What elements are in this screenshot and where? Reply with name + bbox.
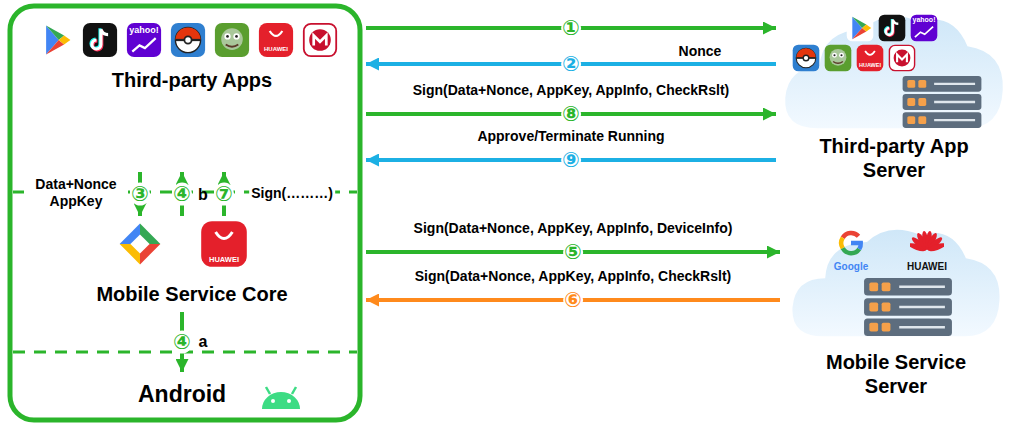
icon-text: yahoo! [129,25,159,36]
label-anchor: ④ [172,331,192,354]
label-anchor: Google [834,261,868,273]
icon-text: yahoo! [913,16,936,24]
app-icon [304,24,336,56]
label-anchor: yahoo! [913,16,936,24]
message-label: Sign(Data+Nonce, AppKey, AppInfo, Device… [414,220,733,237]
label-anchor: Approve/Terminate Running [477,128,664,145]
label-anchor: ④ [172,183,192,206]
step-number: ⑥ [563,289,583,312]
node-title: Mobile Service Core [96,282,287,306]
logo-text: Google [834,261,868,273]
message-label: Data+Nonce AppKey [24,176,128,210]
app-icon [127,23,161,57]
label-anchor: HUAWEI [264,46,288,53]
app-icon [879,15,906,42]
app-icon [911,15,938,42]
node-title: Third-party App Server [794,134,994,183]
app-icon [847,15,874,42]
node-title: Third-party Apps [112,68,272,92]
label-anchor: Sign(………) [249,185,335,202]
step-number: ③ [130,183,150,206]
step-suffix: b [198,185,208,204]
step-number: ④ [172,331,192,354]
step-number: ④ [172,183,192,206]
cloud-server: Mobile Service Server [780,222,1012,412]
label-anchor: Nonce [679,43,722,60]
message-label: Sign(………) [249,185,335,202]
cloud-server: Third-party App Server [776,8,1012,190]
label-anchor: ⑧ [561,103,581,126]
app-icon [825,45,852,72]
app-icon [39,23,73,57]
app-icon [259,23,293,57]
app-icon [793,45,820,72]
step-suffix: a [199,332,208,351]
message-label: Approve/Terminate Running [477,128,664,145]
step-number: ⑦ [214,183,234,206]
label-anchor: Sign(Data+Nonce, AppKey, AppInfo, Device… [414,220,733,237]
device-outline [10,6,360,420]
label-anchor: Sign(Data+Nonce, AppKey, AppInfo, CheckR… [413,82,729,99]
appgallery-icon [201,221,247,267]
label-anchor: ⑦ [214,183,234,206]
step-number: ① [561,17,581,40]
logo-text: HUAWEI [907,261,947,273]
message-label: Sign(Data+Nonce, AppKey, AppInfo, CheckR… [413,82,729,99]
node-title: Android [138,380,226,408]
app-icon [171,23,205,57]
label-anchor: ② [561,53,581,76]
android-logo [262,387,300,409]
label-anchor: ⑤ [563,241,583,264]
label-anchor: ⑨ [561,149,581,172]
step-number: ⑤ [563,241,583,264]
label-anchor: a [199,332,208,351]
step-number: ⑧ [561,103,581,126]
icon-text: HUAWEI [209,255,239,264]
label-anchor: yahoo! [129,25,159,36]
app-icon [857,45,884,72]
service-layer-band: Mobile Service Core [18,216,366,312]
icon-text: HUAWEI [859,62,881,69]
app-icon [889,45,914,70]
server-stack [864,278,952,336]
label-anchor: b [198,185,208,204]
app-icon [83,23,117,57]
cloud [792,230,999,337]
label-anchor: ⑥ [563,289,583,312]
label-anchor: ① [561,17,581,40]
icon-text: HUAWEI [264,46,288,53]
message-label: Nonce [679,43,722,60]
label-anchor: HUAWEI [859,62,881,69]
label-anchor: ③ [130,183,150,206]
label-anchor: Sign(Data+Nonce, AppKey, AppInfo, CheckR… [415,268,731,285]
os-layer-band: Android [120,372,300,418]
huawei-logo [908,231,947,253]
label-anchor: HUAWEI [907,261,947,273]
node-title: Mobile Service Server [801,350,991,399]
message-label: Sign(Data+Nonce, AppKey, AppInfo, CheckR… [415,268,731,285]
step-number: ② [561,53,581,76]
label-anchor: HUAWEI [209,255,239,264]
label-anchor: Data+Nonce AppKey [24,176,128,210]
app-icon [215,23,249,57]
server-stack [903,76,982,128]
step-number: ⑨ [561,149,581,172]
play-services-icon [120,224,161,265]
google-logo [841,233,861,253]
app-layer-band: Third-party Apps [18,12,366,172]
